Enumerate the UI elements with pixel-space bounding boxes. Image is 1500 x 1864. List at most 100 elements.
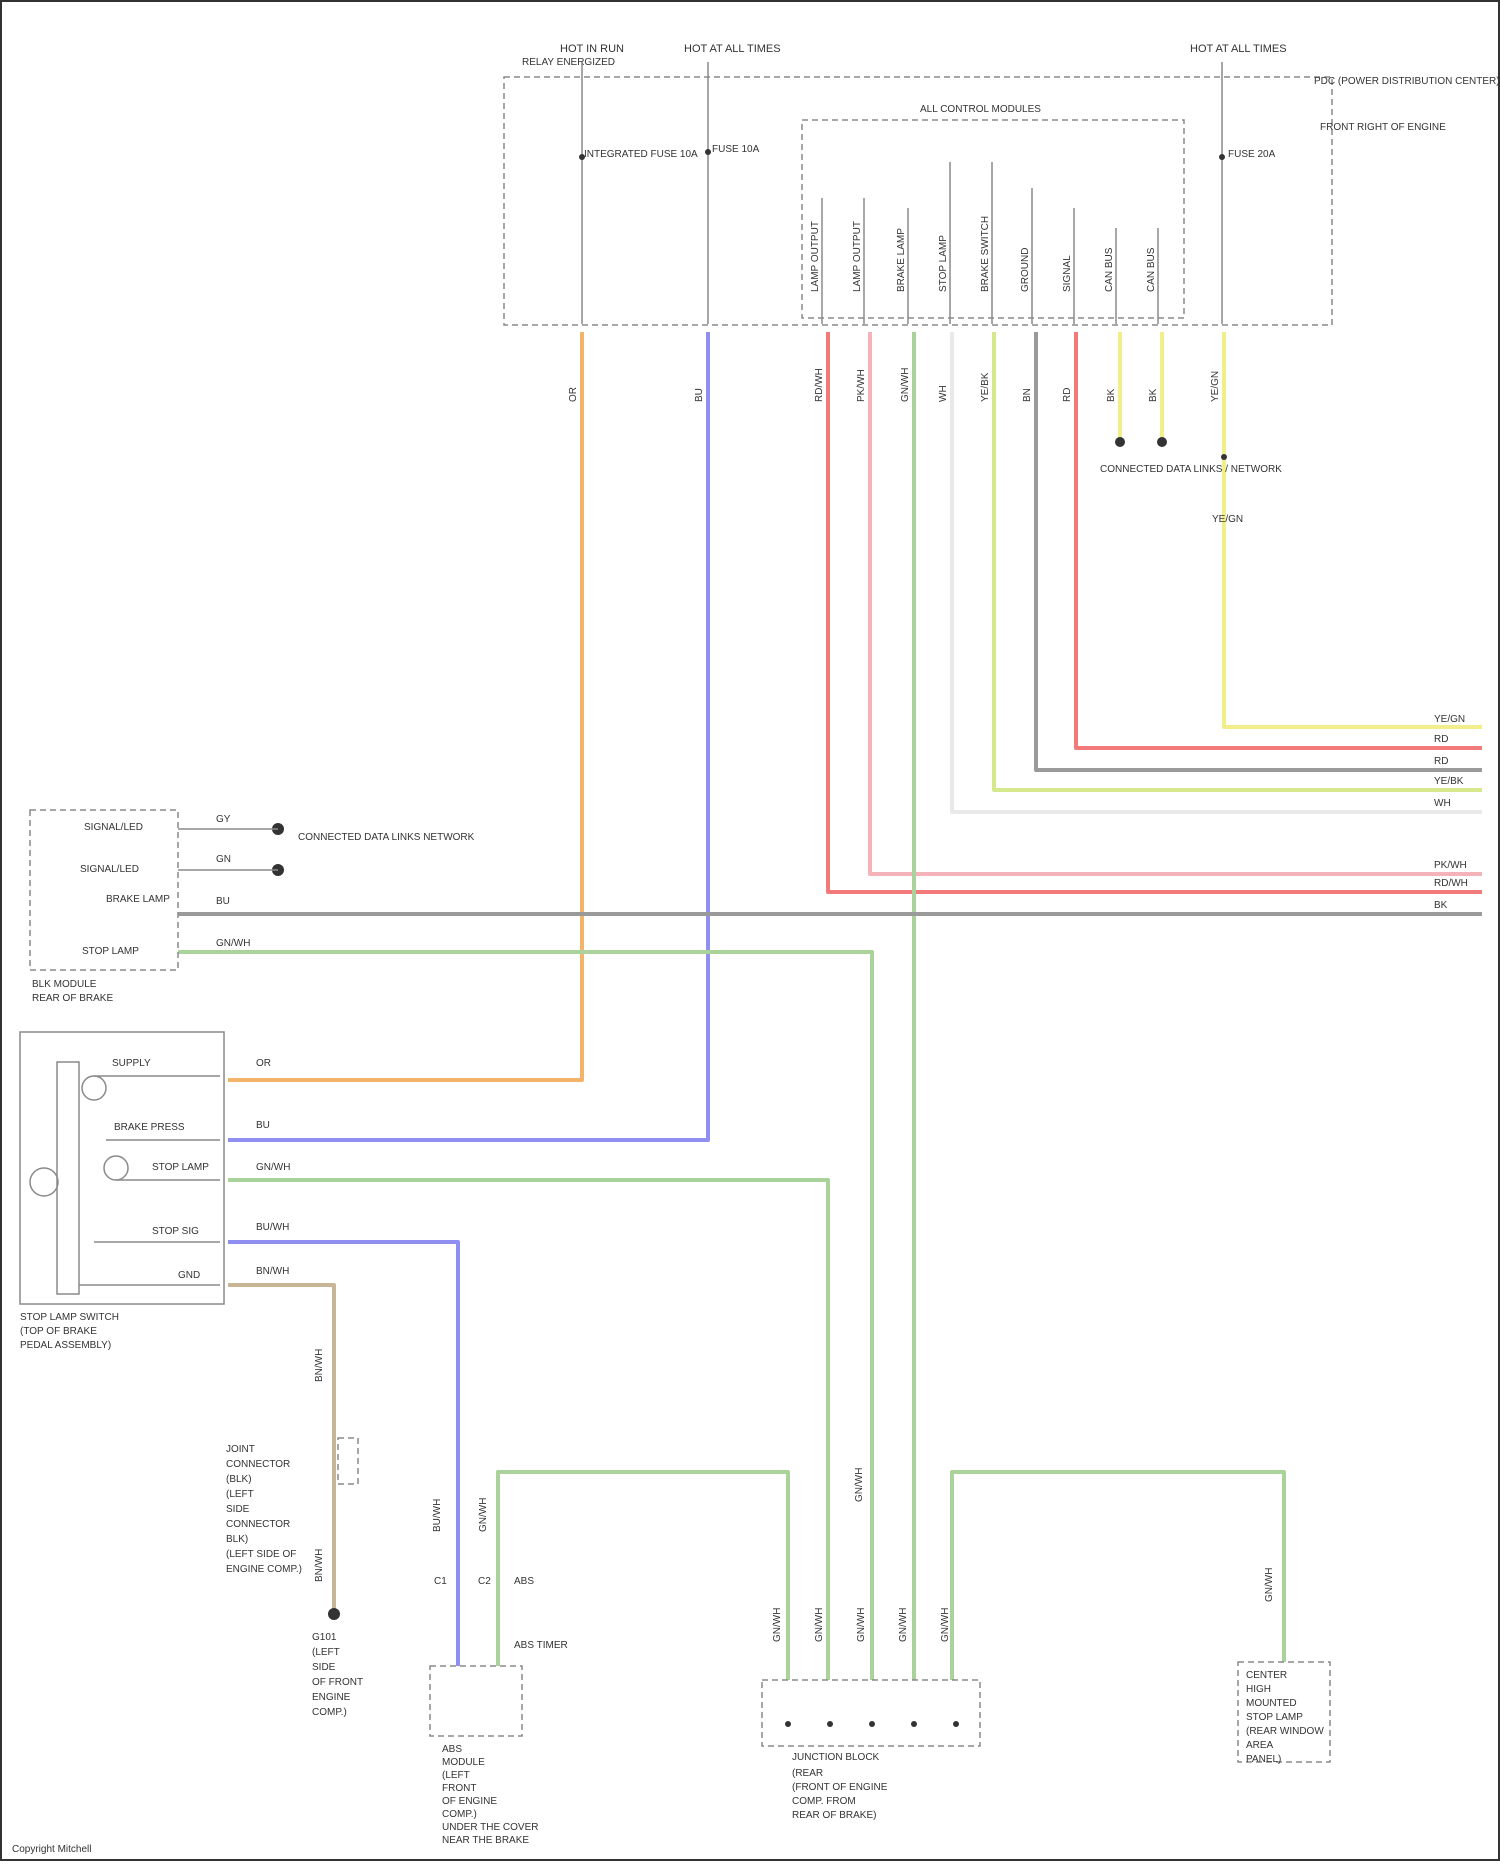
jb-wire-label: GN/WH xyxy=(898,1608,909,1642)
abs-module-text: (LEFT xyxy=(442,1770,470,1781)
ground-ref-wire: YE/GN xyxy=(1212,514,1243,525)
blk-pin-2: SIGNAL/LED xyxy=(80,864,139,875)
switch-pin-1: SUPPLY xyxy=(112,1058,151,1069)
blk-pin-4: STOP LAMP xyxy=(82,946,139,957)
switch-wire-5: BN/WH xyxy=(256,1266,289,1277)
stop-switch-sub1: (TOP OF BRAKE xyxy=(20,1326,97,1337)
ground-connector-text: (LEFT xyxy=(226,1489,254,1500)
cm-pin-label: CAN BUS xyxy=(1104,247,1115,292)
ground-connector-text: (LEFT SIDE OF xyxy=(226,1549,296,1560)
switch-pin-4: STOP SIG xyxy=(152,1226,199,1237)
blk-pin-3: BRAKE LAMP xyxy=(106,894,170,905)
abs-module-text: UNDER THE COVER xyxy=(442,1822,539,1833)
chmsl-wire: GN/WH xyxy=(1264,1568,1275,1602)
abs-module-text: FRONT xyxy=(442,1783,476,1794)
top-wire-label: GN/WH xyxy=(900,368,911,402)
jb-node xyxy=(827,1721,833,1727)
ground-g101-node xyxy=(328,1608,340,1620)
right-wire-label: RD/WH xyxy=(1434,878,1468,889)
top-wire-label: RD xyxy=(1062,388,1073,402)
chmsl-text: (REAR WINDOW xyxy=(1246,1726,1324,1737)
fuse-1-label: INTEGRATED FUSE 10A xyxy=(584,149,698,160)
switch-pin-3: STOP LAMP xyxy=(152,1162,209,1173)
blk-ref: CONNECTED DATA LINKS NETWORK xyxy=(298,832,475,843)
blk-module-title: BLK MODULE xyxy=(32,979,97,990)
control-module-title: ALL CONTROL MODULES xyxy=(920,104,1041,115)
power-label-hot-1: HOT AT ALL TIMES xyxy=(684,43,781,55)
top-wire-label: BN xyxy=(1022,388,1033,402)
chmsl-text: STOP LAMP xyxy=(1246,1712,1303,1723)
right-wire-label: PK/WH xyxy=(1434,860,1467,871)
splice-node-1 xyxy=(1115,437,1125,447)
splice-node-3 xyxy=(1221,454,1227,460)
switch-wire-4: BU/WH xyxy=(256,1222,289,1233)
cm-pin-label: SIGNAL xyxy=(1062,255,1073,292)
right-wire-label: BK xyxy=(1434,900,1448,911)
abs-module-text: MODULE xyxy=(442,1757,485,1768)
fuse-3-label: FUSE 20A xyxy=(1228,149,1276,160)
power-label-hot-run: HOT IN RUN xyxy=(560,43,624,55)
abs-module-text: OF ENGINE xyxy=(442,1796,497,1807)
ground-g101-text: OF FRONT xyxy=(312,1677,363,1688)
top-wire-label: BK xyxy=(1148,388,1159,402)
abs-wire-1: BU/WH xyxy=(432,1499,443,1532)
blk-module-sub: REAR OF BRAKE xyxy=(32,993,113,1004)
ground-connector-text: CONNECTOR xyxy=(226,1459,290,1470)
top-wire-label: YE/BK xyxy=(980,372,991,402)
blk-wire-1: GY xyxy=(216,814,231,825)
switch-contact-1 xyxy=(82,1076,106,1100)
blk-pin-1: SIGNAL/LED xyxy=(84,822,143,833)
splice-node-2 xyxy=(1157,437,1167,447)
junction-block-outline xyxy=(762,1680,980,1746)
wire-blue-stop-sig xyxy=(228,1242,458,1666)
switch-wire-1: OR xyxy=(256,1058,271,1069)
fuse-2-label: FUSE 10A xyxy=(712,144,760,155)
ground-connector-text: CONNECTOR xyxy=(226,1519,290,1530)
fuse-block-title: PDC (POWER DISTRIBUTION CENTER) xyxy=(1314,76,1498,87)
cm-pin-label: BRAKE SWITCH xyxy=(980,216,991,292)
abs-module-text: COMP.) xyxy=(442,1809,477,1820)
wire-green-chmsl xyxy=(952,1472,1284,1680)
switch-wire-3: GN/WH xyxy=(256,1162,290,1173)
ground-g101-text: ENGINE xyxy=(312,1692,351,1703)
ground-wire-top: BN/WH xyxy=(314,1349,325,1382)
abs-wire-2: GN/WH xyxy=(478,1498,489,1532)
abs-module-text: NEAR THE BRAKE xyxy=(442,1835,529,1846)
switch-pin-5: GND xyxy=(178,1270,200,1281)
cm-pin-label: BRAKE LAMP xyxy=(896,228,907,292)
chmsl-text: AREA xyxy=(1246,1740,1274,1751)
ground-connector-text: ENGINE COMP.) xyxy=(226,1564,302,1575)
jb-wire-label: GN/WH xyxy=(772,1608,783,1642)
stop-switch-body xyxy=(57,1062,79,1294)
junction-block-text: (REAR xyxy=(792,1768,823,1779)
right-wire-label: YE/GN xyxy=(1434,714,1465,725)
wire-red-2 xyxy=(1076,332,1482,748)
right-wire-label: RD xyxy=(1434,734,1448,745)
junction-block-text: REAR OF BRAKE) xyxy=(792,1810,876,1821)
cm-pin-label: LAMP OUTPUT xyxy=(852,221,863,292)
abs-note-2: ABS TIMER xyxy=(514,1640,568,1651)
footer-copyright: Copyright Mitchell xyxy=(12,1844,91,1855)
jb-node xyxy=(869,1721,875,1727)
top-wire-label: BK xyxy=(1106,388,1117,402)
fuse-2-node xyxy=(705,149,711,155)
junction-block-text: (FRONT OF ENGINE xyxy=(792,1782,888,1793)
cm-pin-label: CAN BUS xyxy=(1146,247,1157,292)
ground-connector-text: BLK) xyxy=(226,1534,248,1545)
chmsl-text: CENTER xyxy=(1246,1670,1287,1681)
wire-red-1 xyxy=(828,332,1482,892)
chmsl-text: HIGH xyxy=(1246,1684,1271,1695)
cm-pin-label: STOP LAMP xyxy=(938,235,949,292)
stop-switch-sub2: PEDAL ASSEMBLY) xyxy=(20,1340,111,1351)
top-wire-label: WH xyxy=(938,385,949,402)
jb-wire-label-upper: GN/WH xyxy=(854,1468,865,1502)
wire-white-1 xyxy=(952,332,1482,812)
junction-block-title: JUNCTION BLOCK xyxy=(792,1752,880,1763)
right-wire-label: YE/BK xyxy=(1434,776,1464,787)
blk-wire-2: GN xyxy=(216,854,231,865)
abs-pin-2: C2 xyxy=(478,1576,491,1587)
switch-wire-2: BU xyxy=(256,1120,270,1131)
jb-wire-label: GN/WH xyxy=(814,1608,825,1642)
switch-contact-2 xyxy=(104,1156,128,1180)
top-wire-label: RD/WH xyxy=(814,368,825,402)
